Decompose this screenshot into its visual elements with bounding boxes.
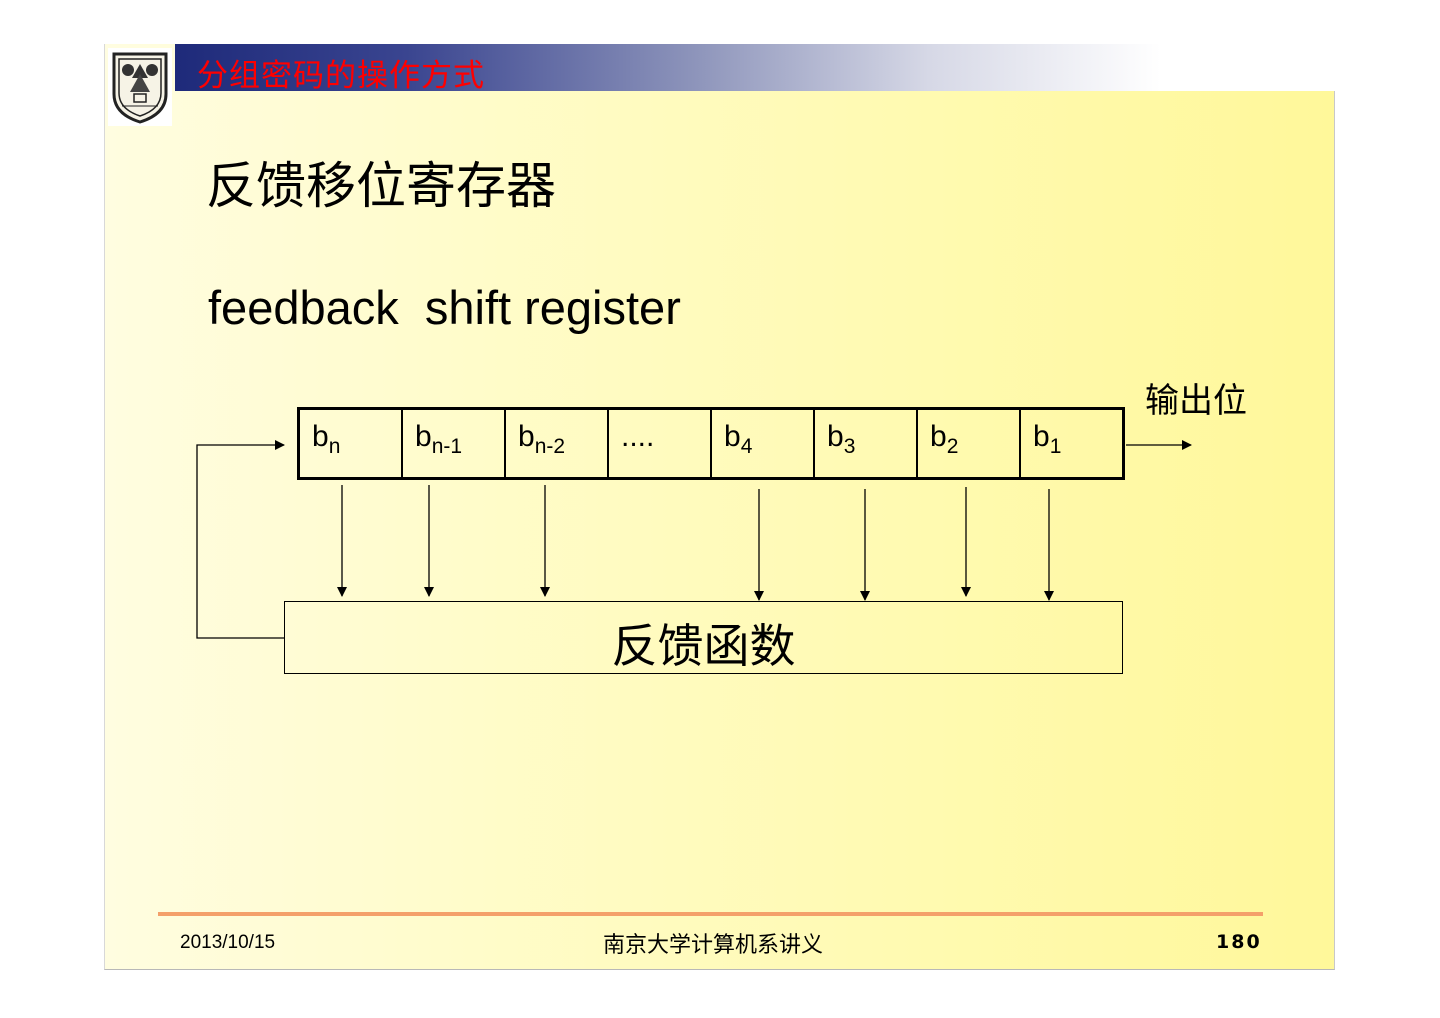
cell-base: b (930, 420, 947, 453)
cell-base: b (1033, 420, 1050, 453)
cell-subscript: 3 (843, 435, 856, 458)
cell-subscript: 4 (740, 435, 753, 458)
register-cell: b4 (712, 410, 815, 477)
slide-background (104, 44, 1335, 970)
university-seal-logo (108, 48, 172, 126)
feedback-function-label: 反馈函数 (611, 619, 796, 673)
cell-base: .... (621, 420, 655, 453)
cell-subscript: n-1 (431, 435, 463, 458)
cell-subscript: 1 (1049, 435, 1062, 458)
cell-subscript: 2 (946, 435, 959, 458)
register-cell: b3 (815, 410, 918, 477)
output-bit-label: 输出位 (1145, 381, 1247, 421)
slide-title: 反馈移位寄存器 (206, 157, 556, 215)
cell-base: b (724, 420, 741, 453)
shift-register: bn bn-1 bn-2 .... b4 b3 b2 b1 (297, 407, 1125, 480)
cell-base: b (312, 420, 329, 453)
cell-subscript: n (328, 435, 341, 458)
header-title: 分组密码的操作方式 (197, 58, 485, 94)
cell-base: b (415, 420, 432, 453)
footer-divider (158, 912, 1263, 916)
register-cell: .... (609, 410, 712, 477)
footer-date: 2013/10/15 (180, 932, 276, 953)
header-bar: 分组密码的操作方式 (175, 44, 1335, 94)
register-cell: bn-2 (506, 410, 609, 477)
cell-base: b (827, 420, 844, 453)
footer-course-name: 南京大学计算机系讲义 (603, 933, 824, 958)
register-cell: b2 (918, 410, 1021, 477)
register-cell: bn-1 (403, 410, 506, 477)
slide-subtitle: feedback shift register (208, 281, 681, 334)
cell-subscript: n-2 (534, 435, 566, 458)
page-number: 180 (1216, 931, 1262, 953)
register-cell: bn (300, 410, 403, 477)
feedback-function-box: 反馈函数 (284, 601, 1123, 674)
cell-base: b (518, 420, 535, 453)
register-cell: b1 (1021, 410, 1122, 477)
feedback-loop-line (196, 440, 285, 639)
